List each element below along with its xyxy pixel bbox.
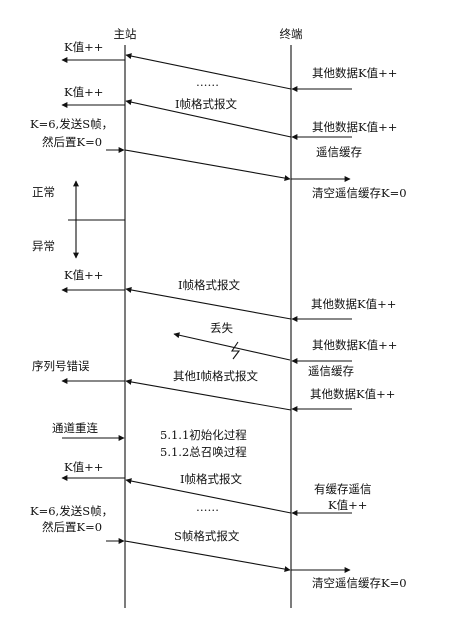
k-increment-label-2: K值++ — [64, 85, 103, 99]
other-data-label-4: 其他数据K值++ — [312, 338, 397, 352]
master-station-header: 主站 — [114, 27, 137, 41]
k-increment-label-4: K值++ — [64, 460, 103, 474]
lost-label: 丢失 — [210, 321, 233, 335]
k-increment-label-1: K值++ — [64, 40, 103, 54]
other-data-label-2: 其他数据K值++ — [312, 120, 397, 134]
other-i-frame-arrow — [125, 378, 292, 411]
ellipsis-label-1: …… — [196, 75, 219, 89]
i-frame-label-1: I帧格式报文 — [175, 97, 238, 111]
message-arrow-1 — [125, 53, 292, 90]
i-frame-arrow-3 — [125, 478, 292, 514]
cached-yx-label-1: 有缓存遥信 — [314, 482, 372, 496]
k6-send-s-frame-label-2b: 然后置K=0 — [42, 520, 102, 534]
k6-send-s-frame-label-1a: K=6,发送S帧， — [30, 117, 113, 131]
clear-cache-label-1: 清空遥信缓存K=0 — [312, 186, 407, 200]
cached-yx-label-2: K值++ — [328, 498, 367, 512]
sequence-error-label: 序列号错误 — [32, 359, 90, 373]
s-frame-label: S帧格式报文 — [174, 529, 240, 543]
init-process-label: 5.1.1初始化过程 — [160, 428, 247, 442]
normal-label: 正常 — [32, 185, 55, 199]
abnormal-label: 异常 — [32, 239, 55, 253]
other-data-label-1: 其他数据K值++ — [312, 66, 397, 80]
s-frame-arrow-2 — [124, 540, 291, 573]
k6-send-s-frame-label-2a: K=6,发送S帧， — [30, 504, 113, 518]
other-data-label-5: 其他数据K值++ — [310, 387, 395, 401]
other-data-label-3: 其他数据K值++ — [311, 297, 396, 311]
s-frame-arrow-1 — [124, 149, 291, 182]
i-frame-label-2: I帧格式报文 — [178, 278, 241, 292]
k-increment-label-3: K值++ — [64, 268, 103, 282]
k6-send-s-frame-label-1b: 然后置K=0 — [42, 135, 102, 149]
cache-label-1: 遥信缓存 — [316, 145, 362, 159]
clear-cache-label-2: 清空遥信缓存K=0 — [312, 576, 407, 590]
terminal-header: 终端 — [280, 27, 303, 41]
lost-frame-arrow — [173, 332, 291, 361]
general-call-label: 5.1.2总召唤过程 — [160, 445, 247, 459]
i-frame-label-3: I帧格式报文 — [180, 472, 243, 486]
reconnect-label: 通道重连 — [52, 421, 98, 435]
i-frame-arrow-2 — [125, 287, 292, 320]
cache-label-2: 遥信缓存 — [308, 364, 354, 378]
i-frame-arrow-1 — [125, 99, 292, 138]
ellipsis-label-2: …… — [196, 500, 219, 514]
other-i-frame-label: 其他I帧格式报文 — [173, 369, 259, 383]
lost-mark-icon — [230, 341, 241, 360]
